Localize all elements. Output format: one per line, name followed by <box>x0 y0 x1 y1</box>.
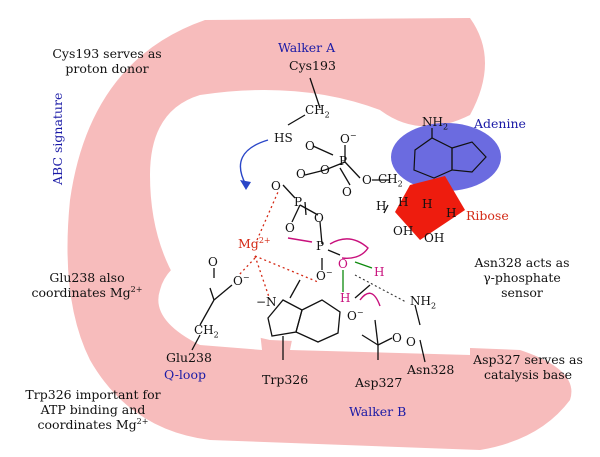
atom-o-beta-minus: O <box>271 179 281 193</box>
hbonds <box>342 261 373 292</box>
hbond-dotted <box>354 274 407 303</box>
blue-attack-arrow <box>239 139 269 186</box>
atom-h-ribose-4: H <box>446 206 457 220</box>
mg-coordination <box>237 191 319 301</box>
atom-ch2-glu: CH2 <box>194 323 219 340</box>
atom-o-water: O <box>338 257 348 271</box>
atom-o-alpha-double: O <box>342 185 352 199</box>
atom-h-water-2: H <box>340 291 351 305</box>
atom-h-ribose-1: H <box>376 199 387 213</box>
atom-oh-ribose-2: OH <box>424 231 445 245</box>
trp-indole <box>267 299 341 360</box>
asn328-note: Asn328 acts as γ-phosphate sensor <box>474 255 570 300</box>
mg-ion: Mg2+ <box>238 235 271 251</box>
inner-notch-left <box>158 240 262 350</box>
atom-o-beta-ester: O <box>296 167 306 181</box>
blue-arrow-head <box>240 180 251 190</box>
atom-nh2-adenine: NH2 <box>422 115 449 132</box>
atom-o-asp-double: O <box>392 331 402 345</box>
trp326-residue: Trp326 <box>262 372 309 387</box>
asn328-residue: Asn328 <box>407 362 455 377</box>
atom-h-ribose-3: H <box>422 197 433 211</box>
atom-o-minus-glu: O− <box>233 273 250 288</box>
atom-o-alpha-ester: O <box>362 173 372 187</box>
adenine-label: Adenine <box>474 116 526 131</box>
asp327-residue: Asp327 <box>355 375 403 390</box>
cys193-note: Cys193 serves as proton donor <box>52 46 162 76</box>
atom-nh2-asn: NH2 <box>410 294 437 311</box>
atom-o-glu-double: O <box>208 255 218 269</box>
walker-a-label: Walker A <box>278 40 336 55</box>
atom-o-beta-double: O <box>285 221 295 235</box>
q-loop-label: Q-loop <box>164 367 206 382</box>
ribose-ring <box>395 176 465 240</box>
atom-o-minus-gamma: O− <box>316 268 333 283</box>
atom-o-beta-gamma: O <box>314 211 324 225</box>
ribose-label: Ribose <box>466 208 509 223</box>
inner-notch-bottom <box>290 300 470 355</box>
adenine-ellipse <box>391 123 501 191</box>
abc-signature-label: ABC signature <box>50 92 65 185</box>
magenta-arrows <box>287 237 381 307</box>
atom-h-ribose-2: H <box>398 195 409 209</box>
atom-ch2-cys: CH2 <box>305 103 330 120</box>
atom-o-minus-alpha: O− <box>340 131 357 146</box>
trp326-note: Trp326 important for ATP binding and coo… <box>25 387 161 432</box>
protein-loop-band <box>67 18 572 450</box>
atom-n-minus-trp: −N <box>256 295 277 309</box>
atom-oh-ribose-1: OH <box>393 224 414 238</box>
atom-o-bridge-1: O <box>305 139 315 153</box>
atom-o-minus-asp: O− <box>347 308 364 323</box>
asp327-note: Asp327 serves as catalysis base <box>473 352 583 382</box>
walker-b-label: Walker B <box>349 404 407 419</box>
atom-h-water-1: H <box>374 265 385 279</box>
cys193-residue: Cys193 <box>289 58 336 73</box>
atom-o-asn: O <box>406 335 416 349</box>
atom-o-bridge-2: O <box>320 163 330 177</box>
bond-lines <box>191 77 433 363</box>
atom-p-gamma: P <box>316 239 325 253</box>
atom-ch2-ribose: CH2 <box>378 172 403 189</box>
atom-hs: HS <box>274 131 293 145</box>
glu238-note: Glu238 also coordinates Mg2+ <box>31 270 143 300</box>
glu238-residue: Glu238 <box>166 350 212 365</box>
atom-p-alpha: P <box>339 154 348 168</box>
atom-p-beta: P <box>294 195 303 209</box>
